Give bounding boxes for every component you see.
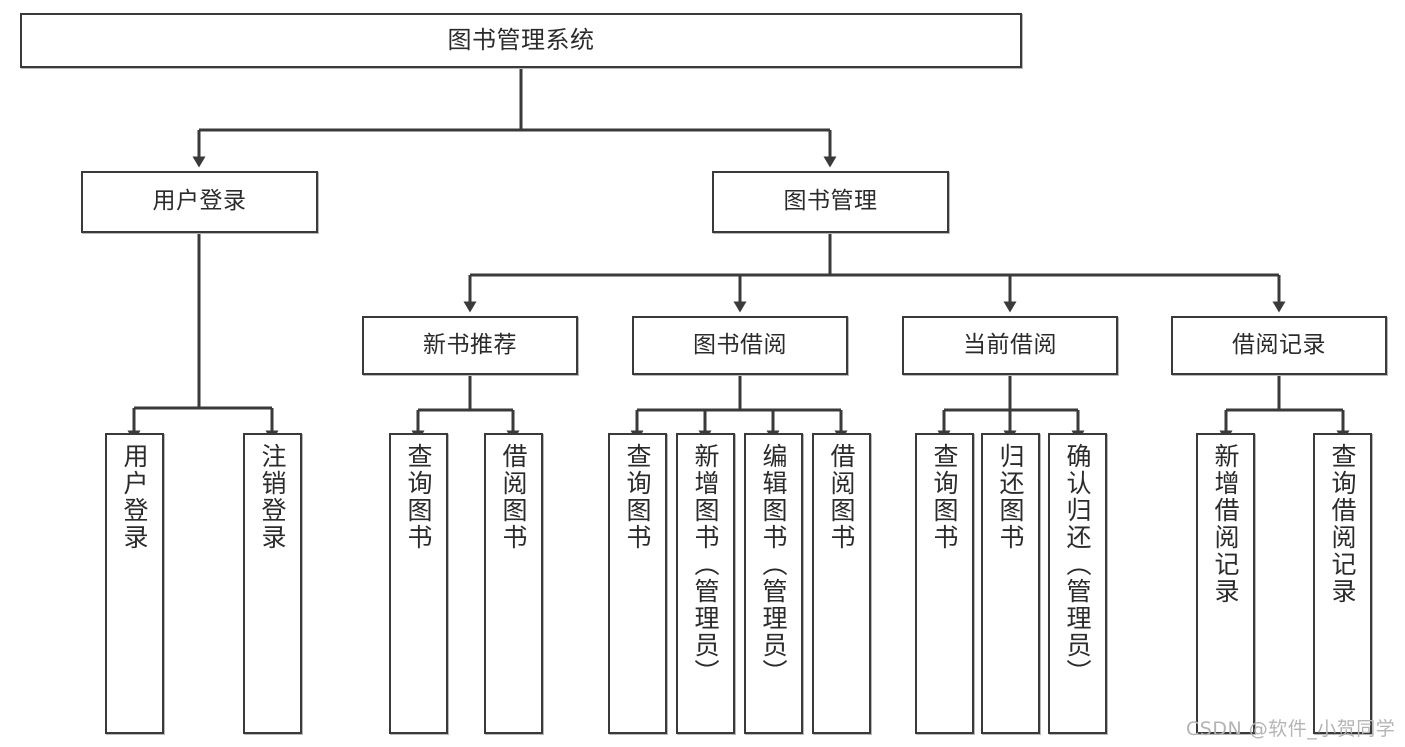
leaf-borrow-book[interactable]: 借阅图书 xyxy=(812,433,871,734)
node-label: 查询图书 xyxy=(623,443,652,551)
node-label: 图书管理 xyxy=(783,188,878,215)
node-label: 注销登录 xyxy=(258,443,287,551)
leaf-add-book[interactable]: 新增图书（管理员） xyxy=(676,433,735,734)
node-label: 借阅图书 xyxy=(827,443,856,551)
node-root-system[interactable]: 图书管理系统 xyxy=(20,13,1022,68)
node-label: 新增借阅记录 xyxy=(1211,443,1240,605)
leaf-query-book-current[interactable]: 查询图书 xyxy=(915,433,974,734)
leaf-add-borrow-record[interactable]: 新增借阅记录 xyxy=(1196,433,1255,734)
node-label: 查询借阅记录 xyxy=(1328,443,1357,605)
leaf-query-book-borrow[interactable]: 查询图书 xyxy=(608,433,667,734)
node-user-login[interactable]: 用户登录 xyxy=(81,171,318,233)
node-label: 确认归还（管理员） xyxy=(1063,443,1092,686)
node-label: 图书管理系统 xyxy=(447,26,595,55)
node-label: 图书借阅 xyxy=(693,331,787,358)
leaf-query-book-recommend[interactable]: 查询图书 xyxy=(389,433,448,734)
leaf-edit-book[interactable]: 编辑图书（管理员） xyxy=(744,433,803,734)
node-book-management[interactable]: 图书管理 xyxy=(712,171,949,233)
node-label: 借阅图书 xyxy=(499,443,528,551)
node-label: 查询图书 xyxy=(404,443,433,551)
node-label: 新书推荐 xyxy=(423,331,517,358)
node-label: 归还图书 xyxy=(996,443,1025,551)
node-label: 当前借阅 xyxy=(963,331,1057,358)
node-label: 用户登录 xyxy=(152,188,247,215)
leaf-confirm-return[interactable]: 确认归还（管理员） xyxy=(1048,433,1107,734)
leaf-borrow-book-recommend[interactable]: 借阅图书 xyxy=(484,433,543,734)
leaf-user-login[interactable]: 用户登录 xyxy=(105,433,164,734)
leaf-logout-login[interactable]: 注销登录 xyxy=(243,433,302,734)
node-label: 用户登录 xyxy=(120,443,149,551)
leaf-query-borrow-record[interactable]: 查询借阅记录 xyxy=(1313,433,1372,734)
node-label: 借阅记录 xyxy=(1232,331,1326,358)
node-book-borrow[interactable]: 图书借阅 xyxy=(632,316,848,375)
node-label: 编辑图书（管理员） xyxy=(759,443,788,686)
node-borrow-record[interactable]: 借阅记录 xyxy=(1171,316,1387,375)
node-label: 新增图书（管理员） xyxy=(691,443,720,686)
node-label: 查询图书 xyxy=(930,443,959,551)
node-current-borrow[interactable]: 当前借阅 xyxy=(902,316,1118,375)
node-new-book-recommend[interactable]: 新书推荐 xyxy=(362,316,578,375)
watermark-text: CSDN @软件_小贺同学 xyxy=(1186,718,1396,740)
leaf-return-book[interactable]: 归还图书 xyxy=(981,433,1040,734)
